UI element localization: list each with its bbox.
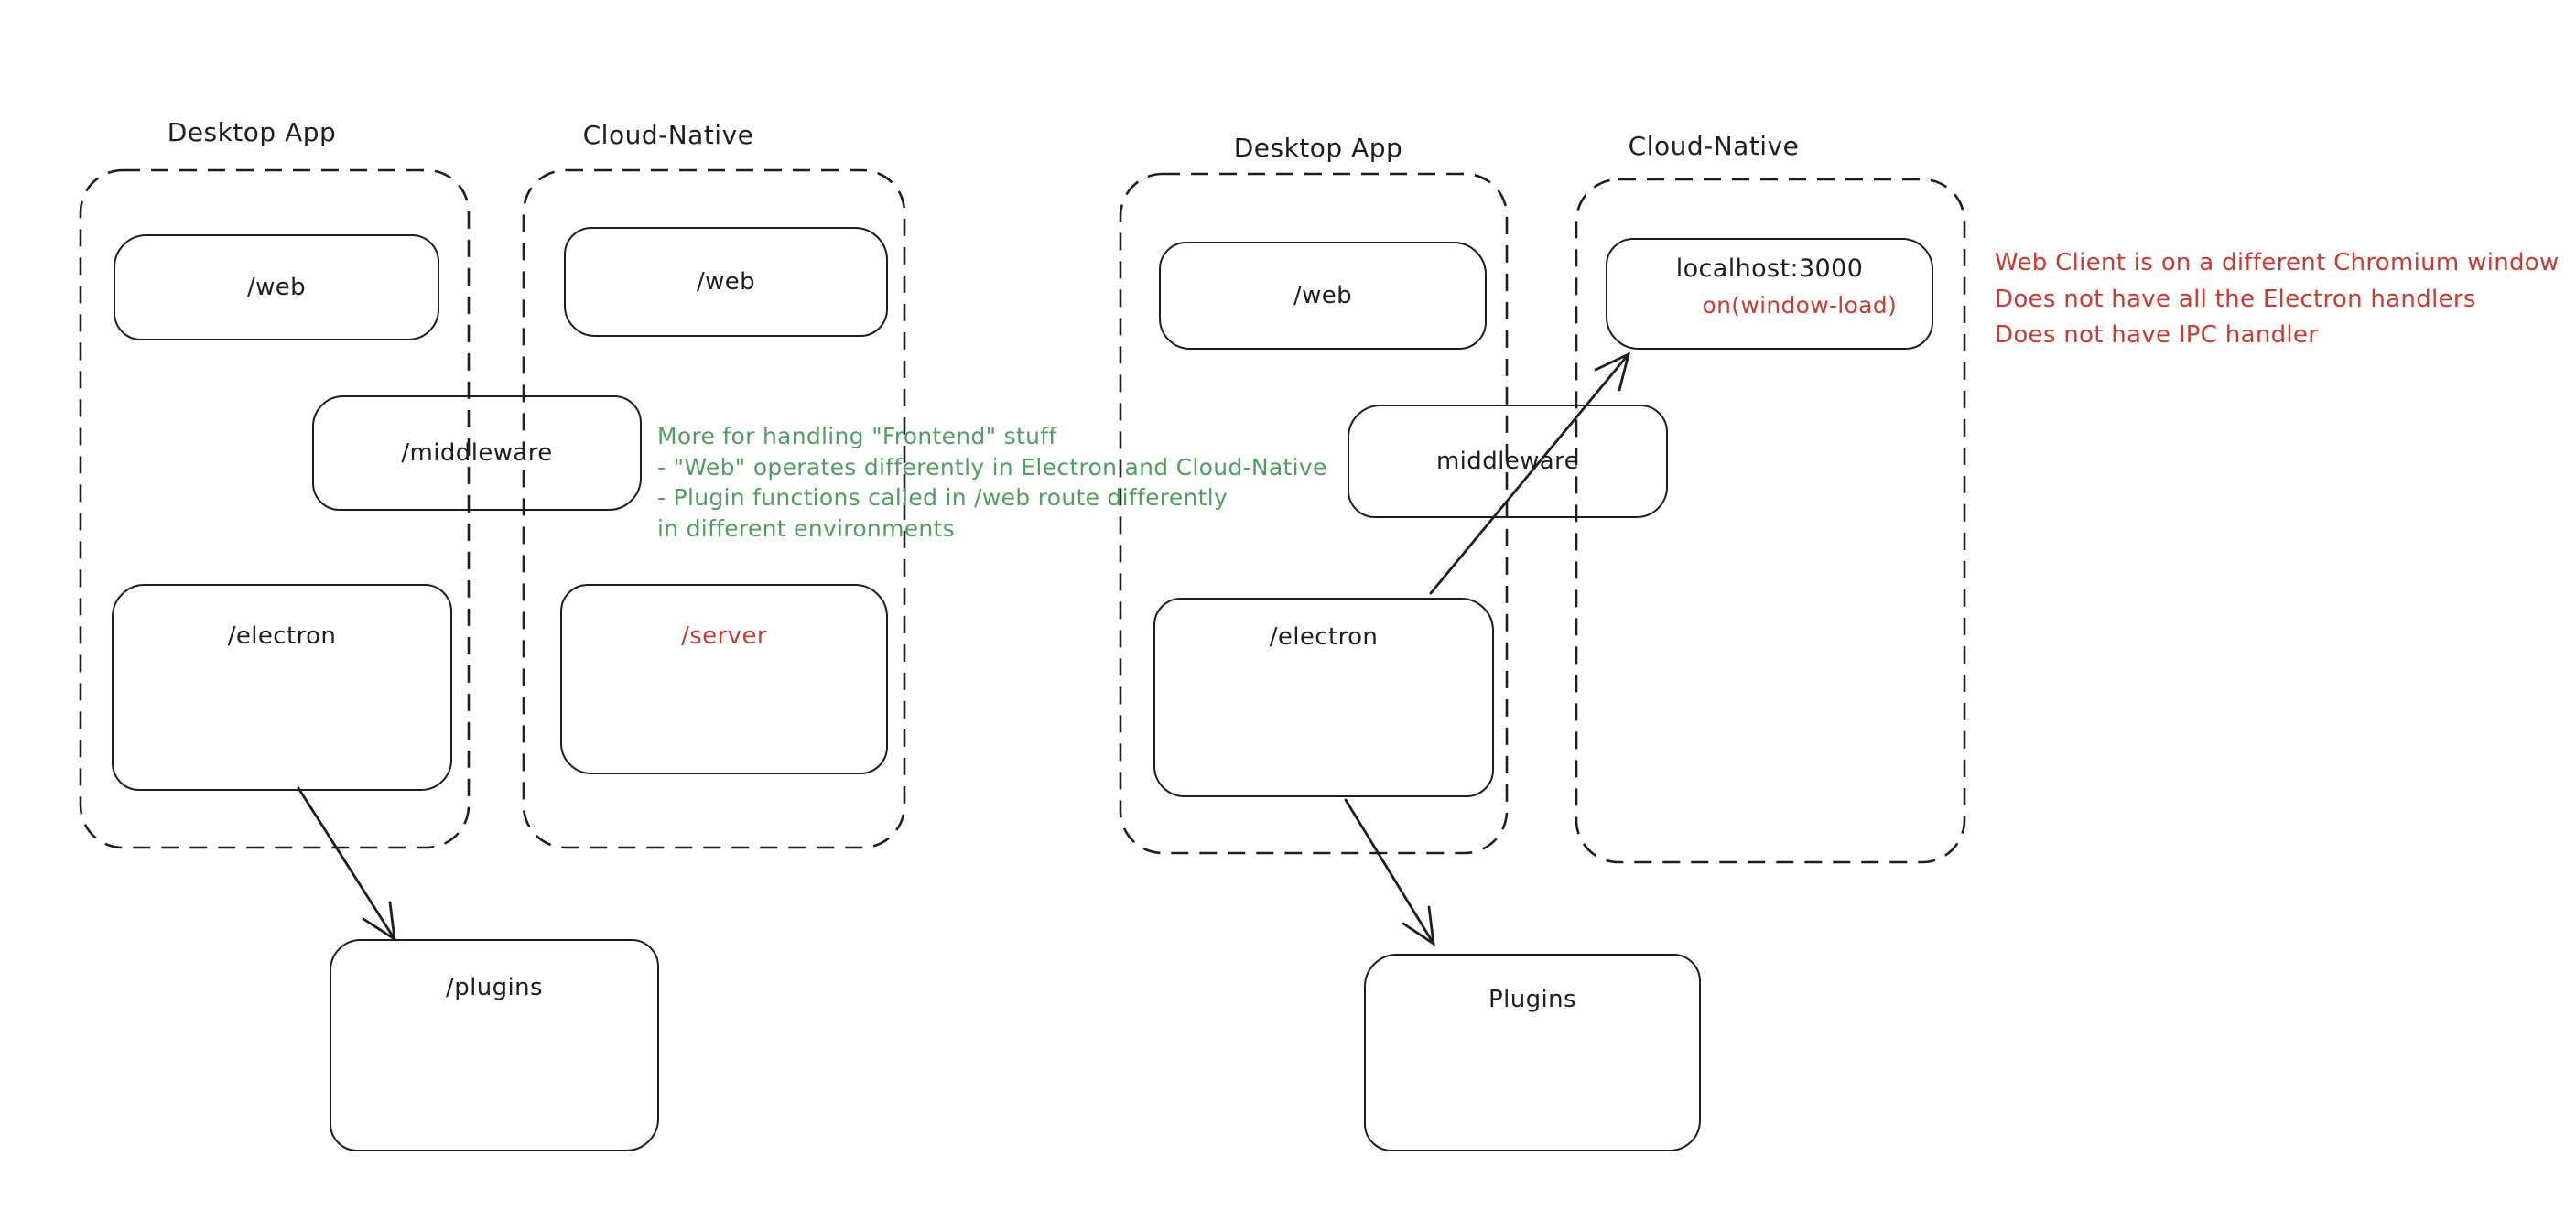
red-note-line-3: Does not have IPC handler [1995,321,2319,349]
box-server-left-label: /server [681,622,767,650]
box-web-cloud-left-label: /web [696,268,756,296]
box-plugins-left[interactable]: /plugins [330,939,659,1151]
green-note-line-4: in different environments [657,514,955,542]
red-note-line-2: Does not have all the Electron handlers [1995,285,2476,313]
box-localhost-3000[interactable]: localhost:3000 on(window-load) [1606,238,1933,350]
box-web-desktop-right-label: /web [1293,282,1353,309]
red-note[interactable]: Web Client is on a different Chromium wi… [1995,245,2560,354]
green-note-line-1: More for handling "Frontend" stuff [657,423,1057,449]
green-note-line-3: - Plugin functions called in /web route … [657,484,1228,511]
cloud-native-label-right[interactable]: Cloud-Native [1628,131,1800,161]
localhost-title: localhost:3000 [1675,254,1864,283]
localhost-window-load-event: on(window-load) [1702,292,1897,319]
box-electron-left[interactable]: /electron [112,584,452,791]
box-plugins-right[interactable]: Plugins [1364,954,1701,1151]
box-web-desktop-left-label: /web [246,274,307,301]
box-web-desktop-right[interactable]: /web [1159,242,1487,350]
desktop-app-label-left[interactable]: Desktop App [167,117,337,147]
box-middleware-right-label: middleware [1435,448,1580,475]
box-web-cloud-left[interactable]: /web [564,227,888,337]
box-middleware-left-label: /middleware [401,439,553,467]
box-web-desktop-left[interactable]: /web [114,234,439,340]
box-middleware-left[interactable]: /middleware [312,395,642,511]
box-electron-left-label: /electron [227,622,337,650]
box-middleware-right[interactable]: middleware [1348,405,1668,518]
red-note-line-1: Web Client is on a different Chromium wi… [1995,249,2560,276]
box-server-left[interactable]: /server [560,584,888,774]
green-note-line-2: - "Web" operates differently in Electron… [657,453,1327,481]
box-plugins-right-label: Plugins [1488,986,1576,1013]
desktop-app-label-right[interactable]: Desktop App [1233,133,1403,163]
box-electron-right-label: /electron [1269,623,1379,651]
box-plugins-left-label: /plugins [446,974,543,1001]
cloud-native-label-left[interactable]: Cloud-Native [582,120,754,150]
box-electron-right[interactable]: /electron [1153,598,1494,797]
green-note[interactable]: More for handling "Frontend" stuff - "We… [657,421,1327,544]
